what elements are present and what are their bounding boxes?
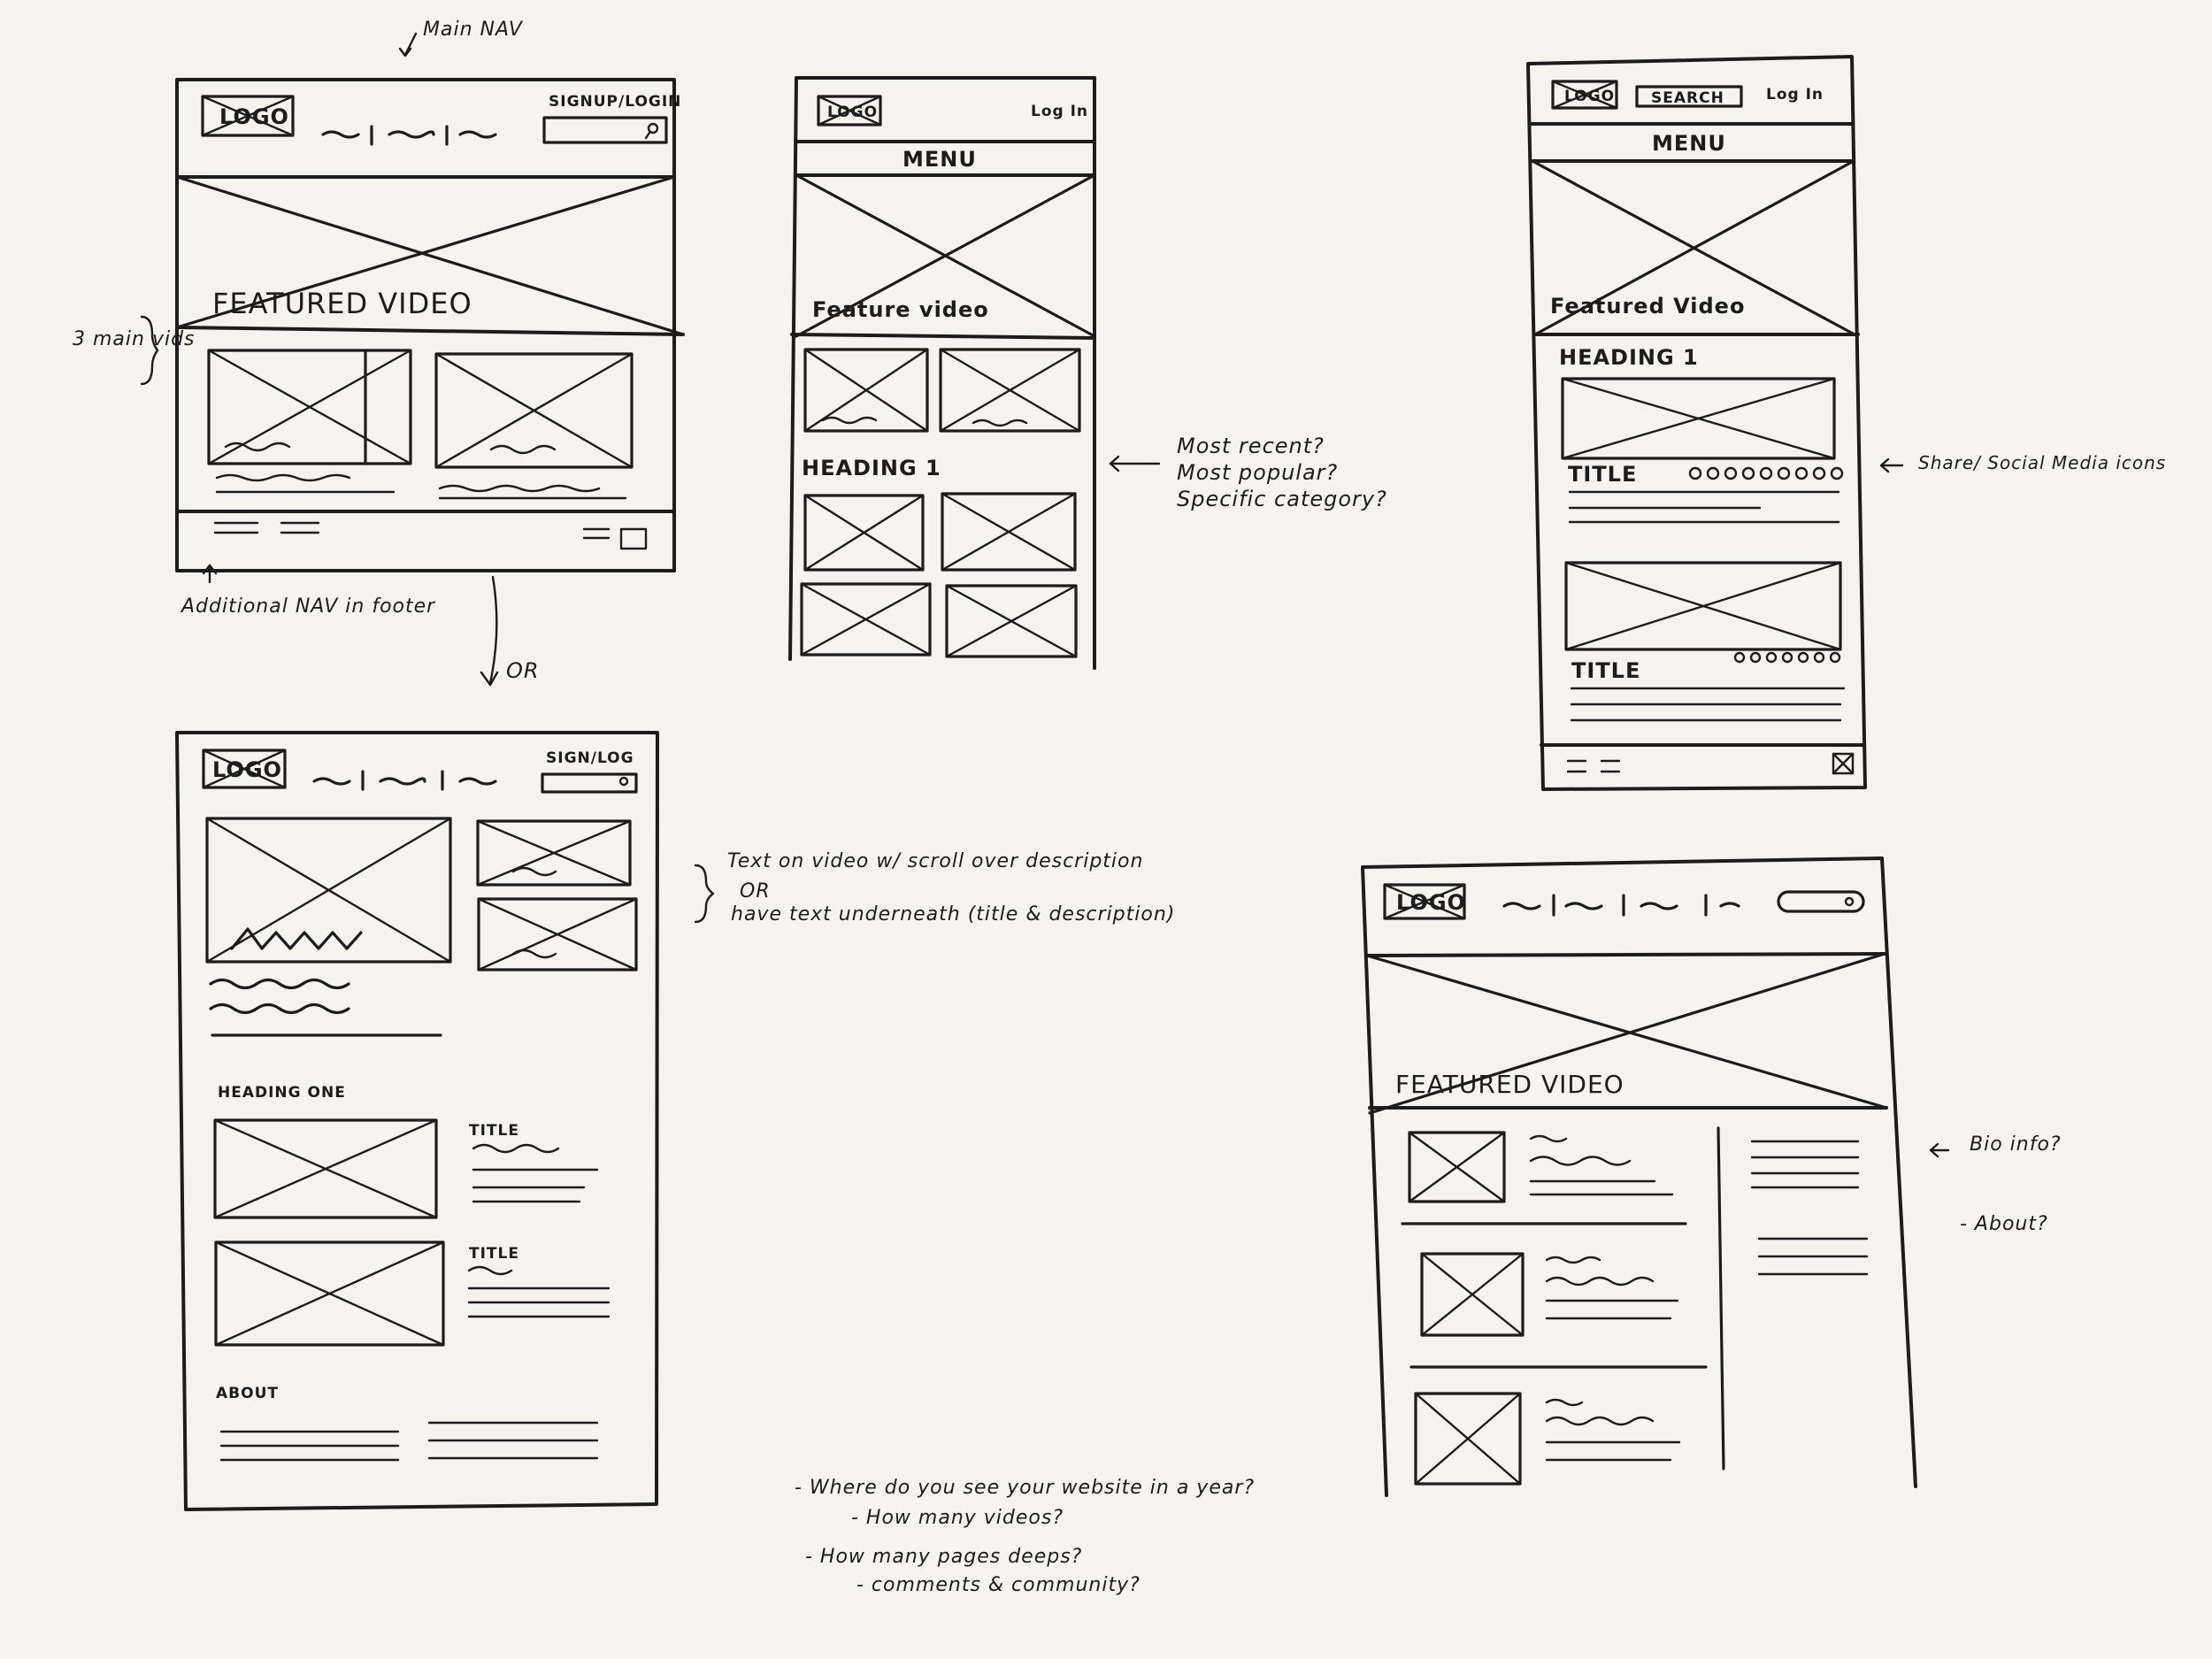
- annotation-main-nav: Main NAV: [423, 19, 524, 41]
- tablet-logo-text: LOGO: [1564, 88, 1615, 105]
- question-4: - comments & community?: [856, 1574, 1141, 1596]
- tablet-card-2-thumb: [1564, 561, 1842, 651]
- tablet-annotation: Share/ Social Media icons: [1918, 452, 2166, 473]
- mobile-grid-thumb-2: [941, 492, 1077, 572]
- desktop-caption-2: [438, 484, 627, 500]
- desktop-wireframe: LOGO SIGNUP/LOGIN FEATURED VIDEO Main: [73, 19, 685, 687]
- desktop-caption-1: [215, 473, 396, 494]
- wide-nav-links: [1502, 894, 1740, 917]
- mobile-heading: HEADING 1: [802, 456, 941, 480]
- question-2: - How many videos?: [851, 1507, 1064, 1529]
- or-arrow: [488, 575, 498, 685]
- alt-nav-links: [312, 770, 497, 791]
- desktop-logo-box: [201, 95, 295, 137]
- alt-sign-log: SIGN/LOG: [546, 749, 634, 767]
- annotation-brace: [140, 315, 159, 386]
- desktop-featured-video: FEATURED VIDEO: [212, 287, 472, 320]
- alt-logo-text: LOGO: [212, 757, 282, 782]
- desktop-frame: [175, 78, 676, 572]
- alt-annotation-brace: [694, 864, 715, 924]
- alt-side-video-2: [477, 897, 638, 972]
- desktop-footer-icon: [619, 527, 648, 550]
- wide-frame: [1361, 856, 1917, 1497]
- desktop-search-box: [542, 116, 668, 144]
- mobile-login: Log In: [1031, 103, 1088, 120]
- mobile-feature-video: Feature video: [812, 297, 989, 322]
- mobile-menu: MENU: [902, 147, 977, 172]
- wide-annotation-about: - About?: [1960, 1213, 2048, 1235]
- tablet-social-icons-2: [1733, 651, 1841, 664]
- mobile-grid-thumb-4: [945, 584, 1078, 658]
- wide-logo-box: [1383, 883, 1466, 920]
- wide-annotation-bio: Bio info?: [1970, 1133, 2062, 1156]
- or-label: OR: [506, 658, 540, 683]
- wide-logo-text: LOGO: [1396, 890, 1466, 915]
- mobile-logo-text: LOGO: [827, 104, 878, 121]
- wide-list-thumb-2: [1420, 1252, 1525, 1337]
- wide-layout-wireframe: LOGO FEATURED VIDEO Bio info? - About?: [1361, 856, 2062, 1497]
- wide-featured-video: FEATURED VIDEO: [1395, 1070, 1624, 1099]
- alt-search-box: [541, 772, 638, 794]
- tablet-footer-icon: [1832, 752, 1855, 775]
- alt-annotation-2: OR: [740, 880, 771, 902]
- desktop-search-icon: [647, 122, 659, 134]
- tablet-card-1-title: TITLE: [1568, 462, 1637, 487]
- tablet-search-text: SEARCH: [1651, 89, 1724, 107]
- tablet-card-2-title: TITLE: [1571, 658, 1640, 683]
- alt-main-video: [205, 817, 452, 964]
- mobile-grid-thumb-3: [800, 582, 932, 657]
- mobile-thumb-1: [803, 348, 929, 433]
- tablet-card-1-thumb: [1561, 377, 1836, 460]
- alt-list-title-1: TITLE: [469, 1122, 519, 1140]
- question-notes: - Where do you see your website in a yea…: [795, 1477, 1255, 1596]
- desktop-signup-login: SIGNUP/LOGIN: [549, 93, 681, 111]
- alt-search-icon: [618, 776, 629, 787]
- tablet-social-icons-1: [1688, 466, 1844, 480]
- tablet-login: Log In: [1766, 86, 1824, 104]
- mobile-logo-box: [817, 95, 882, 127]
- tablet-frame: [1526, 55, 1867, 791]
- alt-main-description: [209, 978, 442, 1037]
- desktop-logo-text: LOGO: [219, 104, 289, 129]
- desktop-video-thumb-2: [434, 352, 634, 469]
- alt-logo-box: [202, 749, 287, 789]
- desktop-nav-links: [321, 125, 497, 146]
- alt-list-thumb-1: [213, 1118, 438, 1219]
- mobile-grid-thumb-1: [803, 494, 925, 572]
- alt-about-text: [219, 1421, 599, 1462]
- desktop-video-thumb-1: [207, 349, 412, 465]
- wide-sidebar-bio: [1750, 1140, 1869, 1276]
- alt-side-video-1: [476, 819, 632, 887]
- alt-list-thumb-2: [214, 1240, 445, 1347]
- tablet-heading: HEADING 1: [1559, 345, 1699, 370]
- tablet-featured-video: Featured Video: [1550, 294, 1745, 319]
- tablet-footer-nav: [1566, 759, 1621, 773]
- mobile-annotation-1: Most recent?: [1177, 434, 1325, 458]
- alt-about: ABOUT: [216, 1385, 279, 1402]
- alternate-layout-wireframe: LOGO SIGN/LOG HEADING ONE TITLE TITLE: [175, 731, 1175, 1511]
- wide-list-thumb-1: [1408, 1131, 1506, 1203]
- tablet-wireframe: LOGO SEARCH Log In MENU Featured Video H…: [1526, 55, 2166, 791]
- question-3: - How many pages deeps?: [805, 1546, 1082, 1568]
- alt-annotation-3: have text underneath (title & descriptio…: [731, 903, 1175, 926]
- question-1: - Where do you see your website in a yea…: [795, 1477, 1255, 1499]
- alternate-frame: [175, 731, 659, 1511]
- mobile-thumb-2: [939, 348, 1081, 433]
- alt-annotation-1: Text on video w/ scroll over description: [727, 850, 1143, 872]
- alt-list-title-2: TITLE: [469, 1245, 519, 1263]
- tablet-menu: MENU: [1652, 131, 1726, 156]
- wide-list-thumb-3: [1414, 1392, 1522, 1486]
- alt-heading: HEADING ONE: [218, 1084, 346, 1102]
- mobile-annotation-2: Most popular?: [1177, 460, 1338, 485]
- wide-search-icon: [1844, 896, 1855, 907]
- tablet-search-box: [1635, 85, 1743, 108]
- annotation-three-vids: 3 main vids: [73, 328, 196, 350]
- annotation-footer-nav: Additional NAV in footer: [180, 595, 436, 618]
- mobile-wireframe: LOGO Log In MENU Feature video HEADING 1: [788, 76, 1387, 670]
- desktop-footer-nav: [213, 521, 320, 534]
- wide-search-box: [1777, 890, 1865, 913]
- tablet-logo-box: [1551, 80, 1618, 110]
- mobile-annotation-3: Specific category?: [1177, 487, 1387, 511]
